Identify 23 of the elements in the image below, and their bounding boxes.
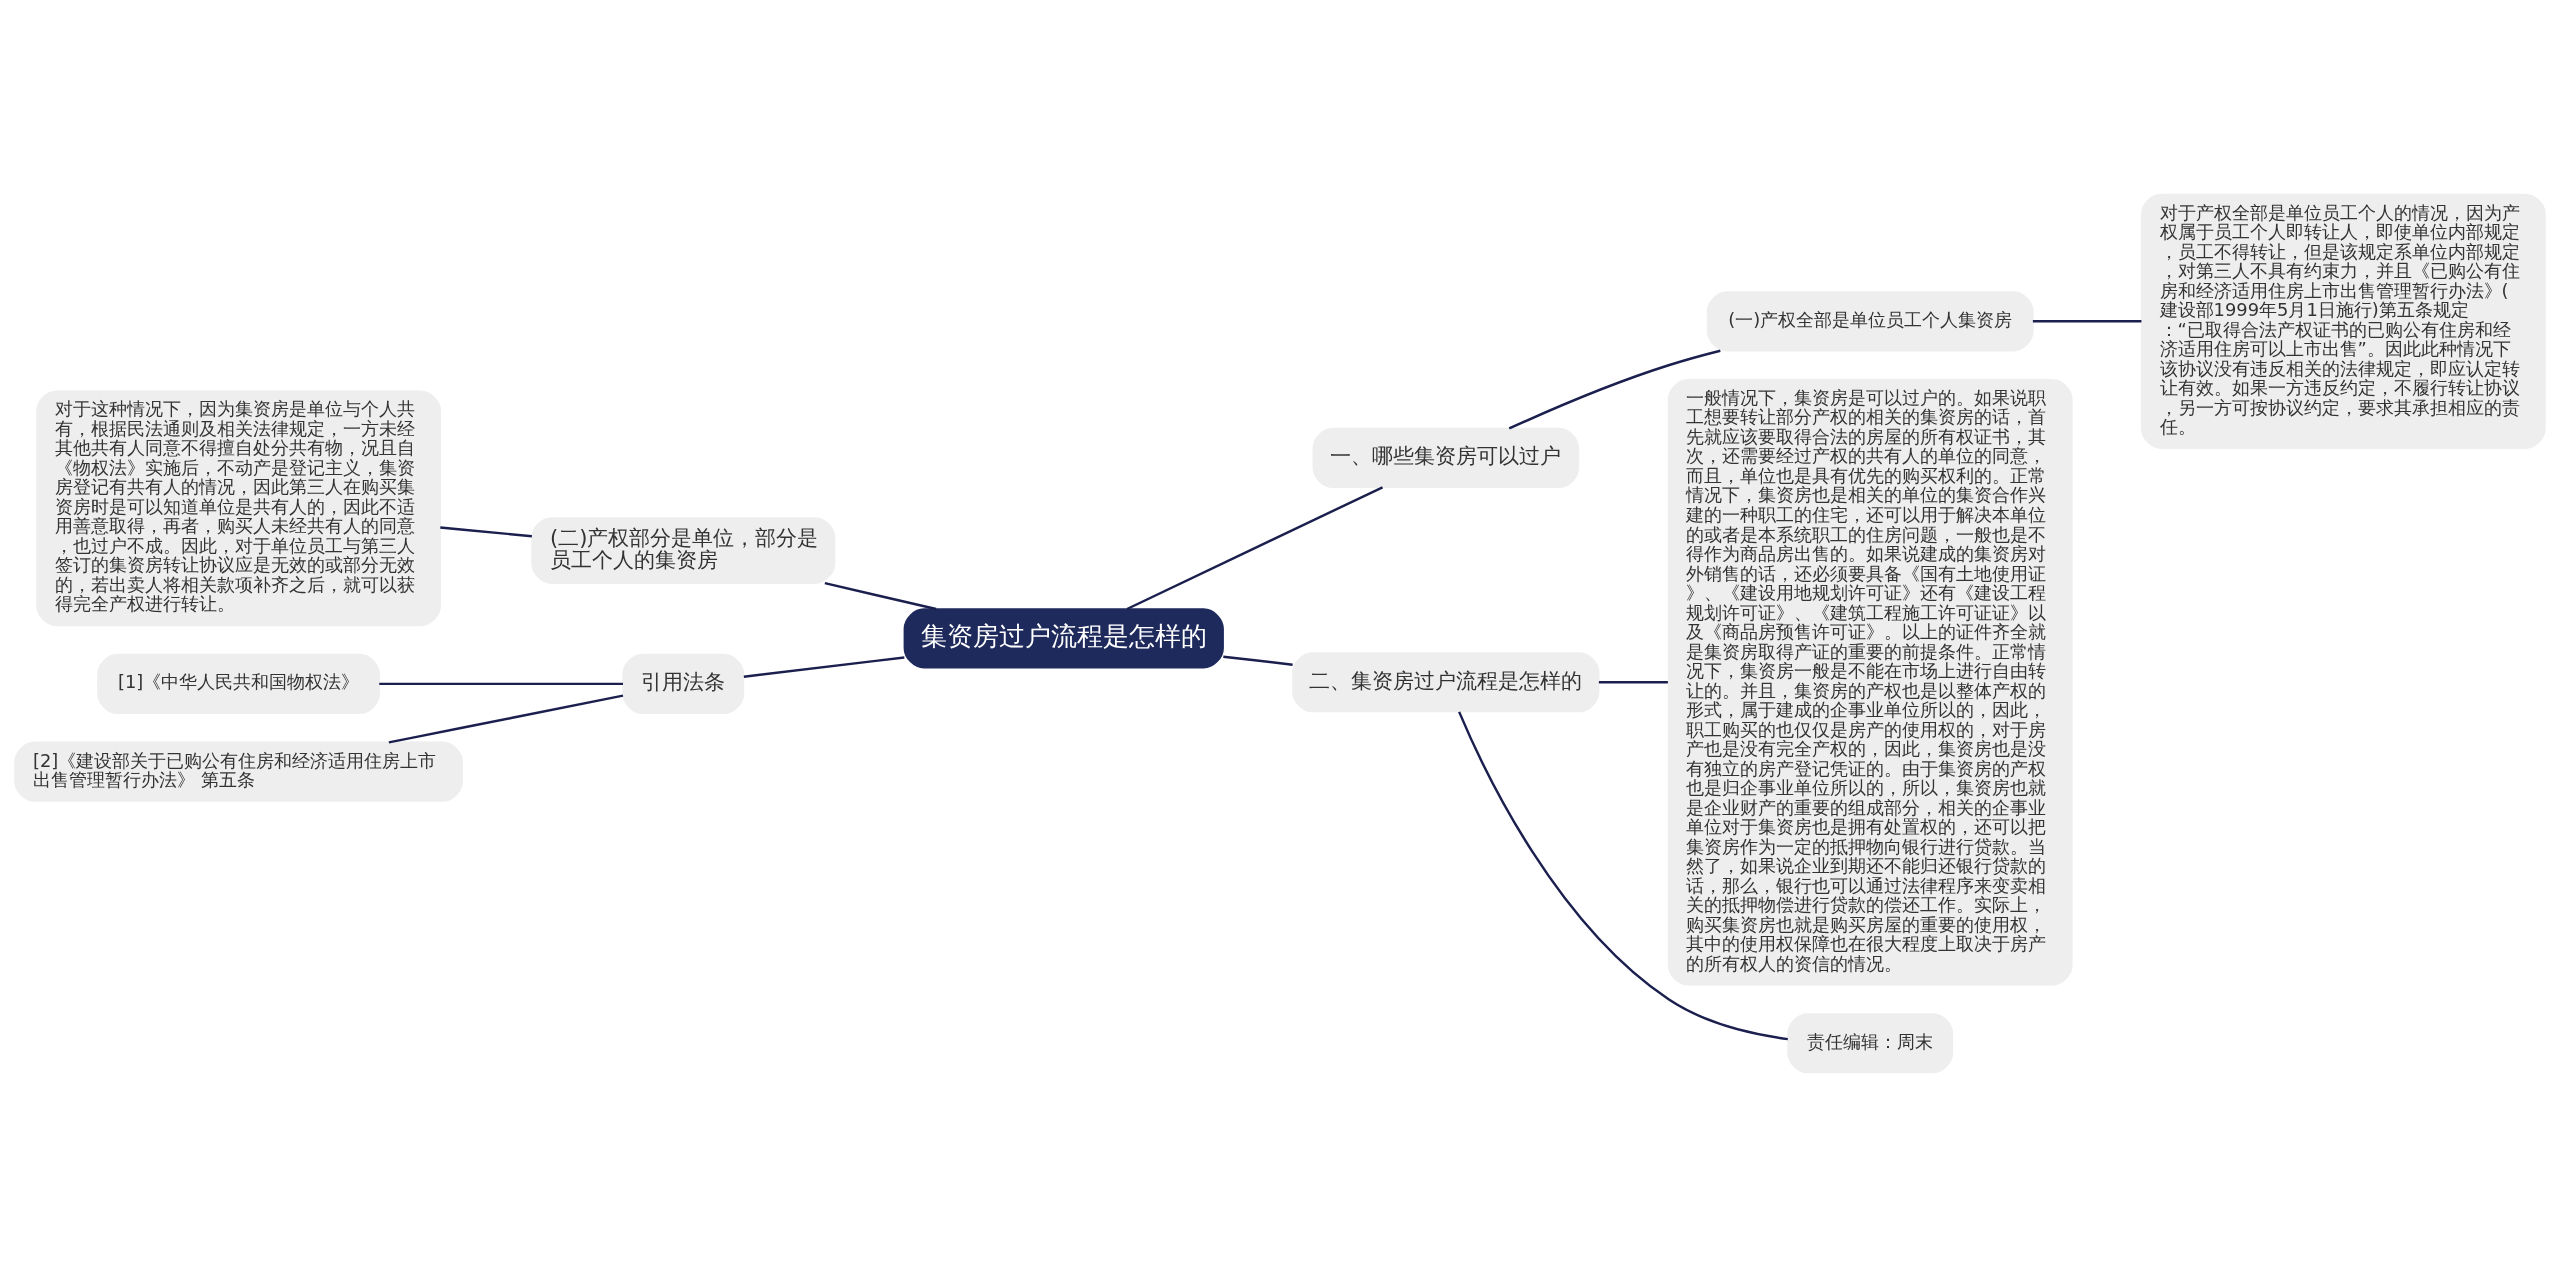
node-box: (二)产权部分是单位，部分是员工个人的集资房: [531, 516, 836, 584]
connector: [1508, 349, 1721, 430]
node-box: [1]《中华人民共和国物权法》: [97, 653, 381, 714]
node-box: 一、哪些集资房可以过户: [1312, 427, 1580, 488]
connector: [824, 581, 937, 610]
node-box: 对于产权全部是单位员工个人的情况，因为产权属于员工个人即转让人，即使单位内部规定，员工不得转让，但是该规定系单位内部规定，对第三人不具有约束力，并且《已购公有住房和经济适用住房上市出售管理暂行办法》(建设部1999年5月1日施行)第五条规定：“已取得合法产权证书的已购公有住房和经济适用住房可以上市出售”。因此此种情况下该协议没有违反相关的法律规定，即应认定转让有效。如果一方违反约定，不履行转让协议，另一方可按协议约定，要求其承担相应的责任。: [2140, 193, 2546, 449]
node-box: (一)产权全部是单位员工个人集资房: [1706, 290, 2034, 351]
node-box: 引用法条: [622, 653, 745, 714]
node-box: 一般情况下，集资房是可以过户的。如果说职工想要转让部分产权的相关的集资房的话，首先就应该要取得合法的房屋的所有权证书，其次，还需要经过产权的共有人的单位的同意，而且，单位也是具有优先的购买权利的。正常情况下，集资房也是相关的单位的集资合作兴建的一种职工的住宅，还可以用于解决本单位的或者是本系统职工的住房问题，一般也是不得作为商品房出售的。如果说建成的集资房对外销售的话，还必须要具备《国有土地使用证》、《建设用地规划许可证》还有《建设工程规划许可证》、《建筑工程施工许可证证》以及《商品房预售许可证》。以上的证件齐全就是集资房取得产证的重要的前提条件。正常情况下，集资房一般是不能在市场上进行自由转让的。并且，集资房的产权也是以整体产权的形式，属于建成的企事业单位所以的，因此，职工购买的也仅仅是房产的使用权的，对于房产也是没有完全产权的，因此，集资房也是没有独立的房产登记凭证的。由于集资房的产权也是归企事业单位所以的，所以，集资房也就是企业财产的重要的组成部分，相关的企事业单位对于集资房也是拥有处置权的，还可以把集资房作为一定的抵押物向银行进行贷款。当然了，如果说企业到期还不能归还银行贷款的话，那么，银行也可以通过法律程序来变卖相关的抵押物偿进行贷款的偿还工作。实际上，购买集资房也就是购买房屋的重要的使用权，其中的使用权保障也在很大程度上取决于房产的所有权人的资信的情况。: [1667, 378, 2073, 985]
connector: [1223, 654, 1293, 666]
connector: [2032, 319, 2142, 323]
node-box: 集资房过户流程是怎样的: [903, 607, 1224, 668]
node-box: [2]《建设部关于已购公有住房和经济适用住房上市出售管理暂行办法》 第五条: [14, 741, 463, 802]
connector: [440, 525, 532, 537]
node-box: 责任编辑：周末: [1787, 1012, 1954, 1073]
node-box: 对于这种情况下，因为集资房是单位与个人共有，根据民法通则及相关法律规定，一方未经其他共有人同意不得擅自处分共有物，况且自《物权法》实施后，不动产是登记主义，集资房登记有共有人的情况，因此第三人在购买集资房时是可以知道单位是共有人的，因此不适用善意取得，再者，购买人未经共有人的同意，也过户不成。因此，对于单位员工与第三人签订的集资房转让协议应是无效的或部分无效的，若出卖人将相关款项补齐之后，就可以获得完全产权进行转让。: [36, 389, 442, 626]
connector: [743, 655, 905, 678]
connector: [1598, 680, 1668, 683]
connector: [1126, 485, 1384, 610]
connector: [1458, 710, 1788, 1040]
node-box: 二、集资房过户流程是怎样的: [1292, 651, 1600, 712]
connector: [388, 693, 624, 744]
connector: [379, 682, 623, 685]
